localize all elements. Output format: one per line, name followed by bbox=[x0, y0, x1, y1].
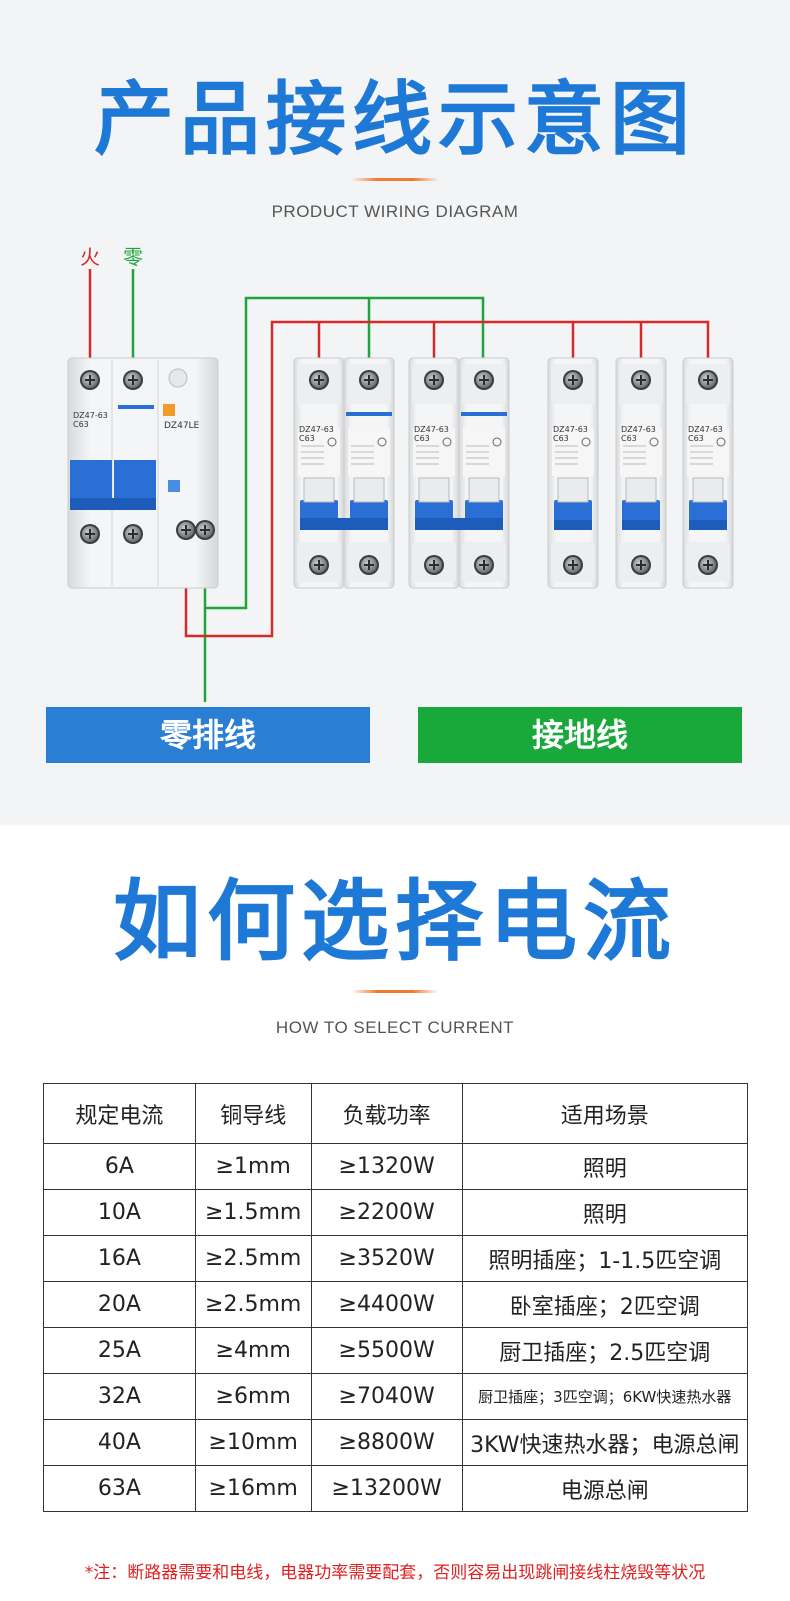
breaker-model-text: DZ47-63 bbox=[299, 425, 334, 434]
breaker-model-text: DZ47-63 bbox=[621, 425, 656, 434]
wiring-title: 产品接线示意图 bbox=[94, 73, 696, 166]
current-subtitle: HOW TO SELECT CURRENT bbox=[275, 1018, 515, 1037]
cell-current: 40A bbox=[43, 1419, 196, 1466]
rcbo-model-text: DZ47-63 bbox=[73, 411, 108, 420]
breaker-model-text: DZ47-63 bbox=[553, 425, 588, 434]
table-row: 16A ≥2.5mm ≥3520W 照明插座；1-1.5匹空调 bbox=[43, 1235, 749, 1282]
title-divider bbox=[351, 178, 439, 181]
rcbo-live-screw bbox=[79, 369, 101, 391]
cell-power: ≥2200W bbox=[310, 1189, 463, 1236]
cell-application: 照明插座；1-1.5匹空调 bbox=[461, 1235, 749, 1282]
cell-power: ≥4400W bbox=[310, 1281, 463, 1328]
table-row: 10A ≥1.5mm ≥2200W 照明 bbox=[43, 1189, 749, 1236]
cell-wire: ≥1mm bbox=[194, 1143, 312, 1190]
live-wire-label: 火 bbox=[80, 245, 100, 269]
cell-current: 25A bbox=[43, 1327, 196, 1374]
table-row: 32A ≥6mm ≥7040W 厨卫插座；3匹空调；6KW快速热水器 bbox=[43, 1373, 749, 1420]
rcbo-neutral-screw bbox=[122, 369, 144, 391]
cell-current: 32A bbox=[43, 1373, 196, 1420]
cell-wire: ≥4mm bbox=[194, 1327, 312, 1374]
title-divider bbox=[351, 990, 439, 993]
footnote: *注：断路器需要和电线，电器功率需要配套，否则容易出现跳闸接线柱烧毁等状况 bbox=[84, 1563, 706, 1583]
breaker-2p-1: DZ47-63 C63 bbox=[293, 357, 395, 589]
cell-power: ≥13200W bbox=[310, 1465, 463, 1512]
cell-current: 63A bbox=[43, 1465, 196, 1512]
rcbo-screw bbox=[79, 523, 101, 545]
table-row: 63A ≥16mm ≥13200W 电源总闸 bbox=[43, 1465, 749, 1512]
cell-application: 厨卫插座；2.5匹空调 bbox=[461, 1327, 749, 1374]
header-load-power: 负载功率 bbox=[310, 1083, 463, 1144]
cell-wire: ≥2.5mm bbox=[194, 1235, 312, 1282]
rcbo-label: DZ47LE bbox=[164, 421, 200, 431]
cell-application: 电源总闸 bbox=[461, 1465, 749, 1512]
breaker-rating-text: C63 bbox=[414, 434, 430, 443]
header-application: 适用场景 bbox=[461, 1083, 749, 1144]
breaker-1p-1: DZ47-63 C63 bbox=[547, 357, 599, 589]
cell-power: ≥5500W bbox=[310, 1327, 463, 1374]
wiring-subtitle: PRODUCT WIRING DIAGRAM bbox=[271, 202, 519, 221]
neutral-busbar-label: 零排线 bbox=[46, 707, 370, 763]
rcbo-out-neutral-screw bbox=[194, 519, 216, 541]
breaker-model-text: DZ47-63 bbox=[414, 425, 449, 434]
cell-power: ≥3520W bbox=[310, 1235, 463, 1282]
breaker-1p-2: DZ47-63 C63 bbox=[615, 357, 667, 589]
breaker-1p-3: DZ47-63 C63 bbox=[682, 357, 734, 589]
table-row: 20A ≥2.5mm ≥4400W 卧室插座；2匹空调 bbox=[43, 1281, 749, 1328]
table-header-row: 规定电流 铜导线 负载功率 适用场景 bbox=[43, 1083, 749, 1144]
wiring-diagram: 火 零 DZ47-63 C63 DZ47LE DZ47-63 C63 bbox=[67, 245, 734, 702]
current-selection-table: 规定电流 铜导线 负载功率 适用场景 6A ≥1mm ≥1320W 照明 10A… bbox=[43, 1083, 749, 1512]
ground-wire-label: 接地线 bbox=[418, 707, 742, 763]
rcbo-screw bbox=[122, 523, 144, 545]
rcbo-device: DZ47-63 C63 DZ47LE bbox=[67, 357, 219, 589]
cell-wire: ≥16mm bbox=[194, 1465, 312, 1512]
table-row: 6A ≥1mm ≥1320W 照明 bbox=[43, 1143, 749, 1190]
cell-application: 照明 bbox=[461, 1143, 749, 1190]
rcbo-out-live-screw bbox=[175, 519, 197, 541]
cell-current: 20A bbox=[43, 1281, 196, 1328]
breaker-rating-text: C63 bbox=[621, 434, 637, 443]
header-rated-current: 规定电流 bbox=[43, 1083, 196, 1144]
header-copper-wire: 铜导线 bbox=[194, 1083, 312, 1144]
table-row: 40A ≥10mm ≥8800W 3KW快速热水器；电源总闸 bbox=[43, 1419, 749, 1466]
breaker-rating-text: C63 bbox=[688, 434, 704, 443]
breaker-2p-2: DZ47-63 C63 bbox=[408, 357, 510, 589]
cell-wire: ≥10mm bbox=[194, 1419, 312, 1466]
cell-application: 厨卫插座；3匹空调；6KW快速热水器 bbox=[461, 1373, 749, 1420]
cell-application: 3KW快速热水器；电源总闸 bbox=[461, 1419, 749, 1466]
cell-application: 卧室插座；2匹空调 bbox=[461, 1281, 749, 1328]
neutral-wire-label: 零 bbox=[123, 245, 143, 269]
rcbo-rating-text: C63 bbox=[73, 420, 89, 429]
cell-current: 16A bbox=[43, 1235, 196, 1282]
cell-current: 6A bbox=[43, 1143, 196, 1190]
breaker-rating-text: C63 bbox=[553, 434, 569, 443]
cell-current: 10A bbox=[43, 1189, 196, 1236]
breaker-model-text: DZ47-63 bbox=[688, 425, 723, 434]
cell-application: 照明 bbox=[461, 1189, 749, 1236]
table-row: 25A ≥4mm ≥5500W 厨卫插座；2.5匹空调 bbox=[43, 1327, 749, 1374]
current-title: 如何选择电流 bbox=[112, 870, 677, 973]
cell-power: ≥7040W bbox=[310, 1373, 463, 1420]
cell-wire: ≥2.5mm bbox=[194, 1281, 312, 1328]
cell-power: ≥8800W bbox=[310, 1419, 463, 1466]
cell-wire: ≥1.5mm bbox=[194, 1189, 312, 1236]
breaker-rating-text: C63 bbox=[299, 434, 315, 443]
cell-power: ≥1320W bbox=[310, 1143, 463, 1190]
cell-wire: ≥6mm bbox=[194, 1373, 312, 1420]
